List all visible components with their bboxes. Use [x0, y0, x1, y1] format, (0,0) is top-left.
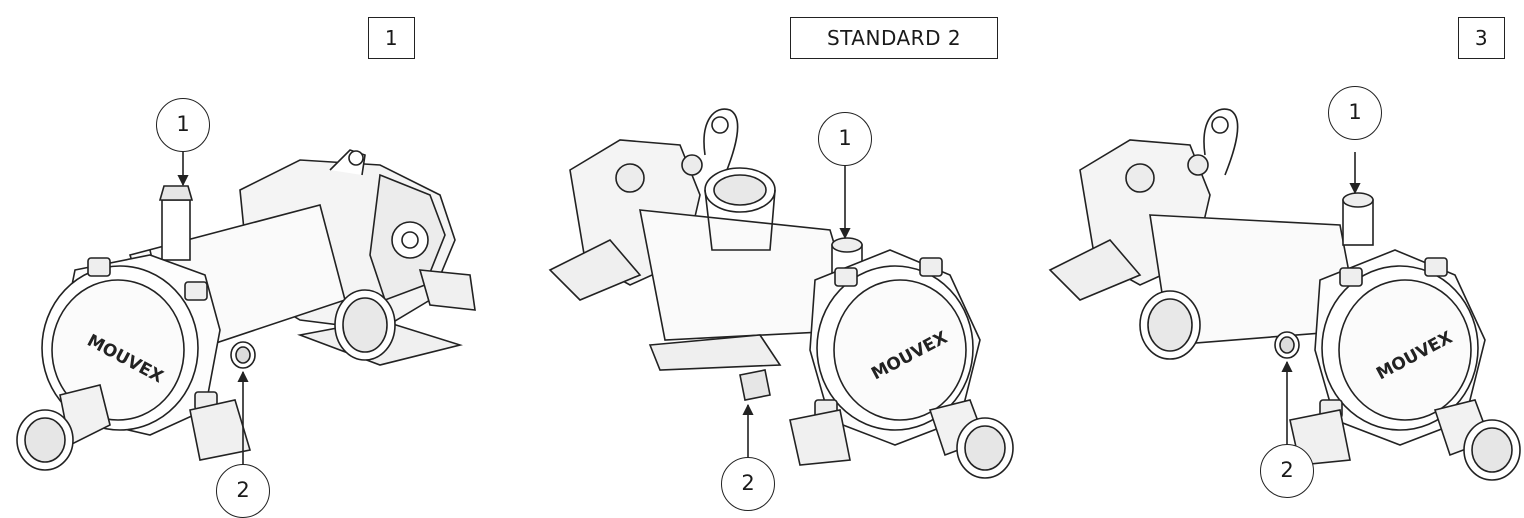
- view-label-standard-2: STANDARD 2: [790, 17, 998, 59]
- callout-1-view-2: 1: [818, 112, 872, 166]
- callout-2-view-2: 2: [721, 457, 775, 511]
- callout-2-view-1: 2: [216, 464, 270, 518]
- pump-view-3: MOUVEX: [1048, 108, 1521, 481]
- pump-view-1: MOUVEX: [16, 149, 476, 471]
- callout-1-view-3: 1: [1328, 86, 1382, 140]
- callout-2-view-3: 2: [1260, 444, 1314, 498]
- view-label-3: 3: [1458, 17, 1505, 59]
- pump-view-2: MOUVEX: [548, 108, 1014, 479]
- view-label-1: 1: [368, 17, 415, 59]
- callout-1-view-1: 1: [156, 98, 210, 152]
